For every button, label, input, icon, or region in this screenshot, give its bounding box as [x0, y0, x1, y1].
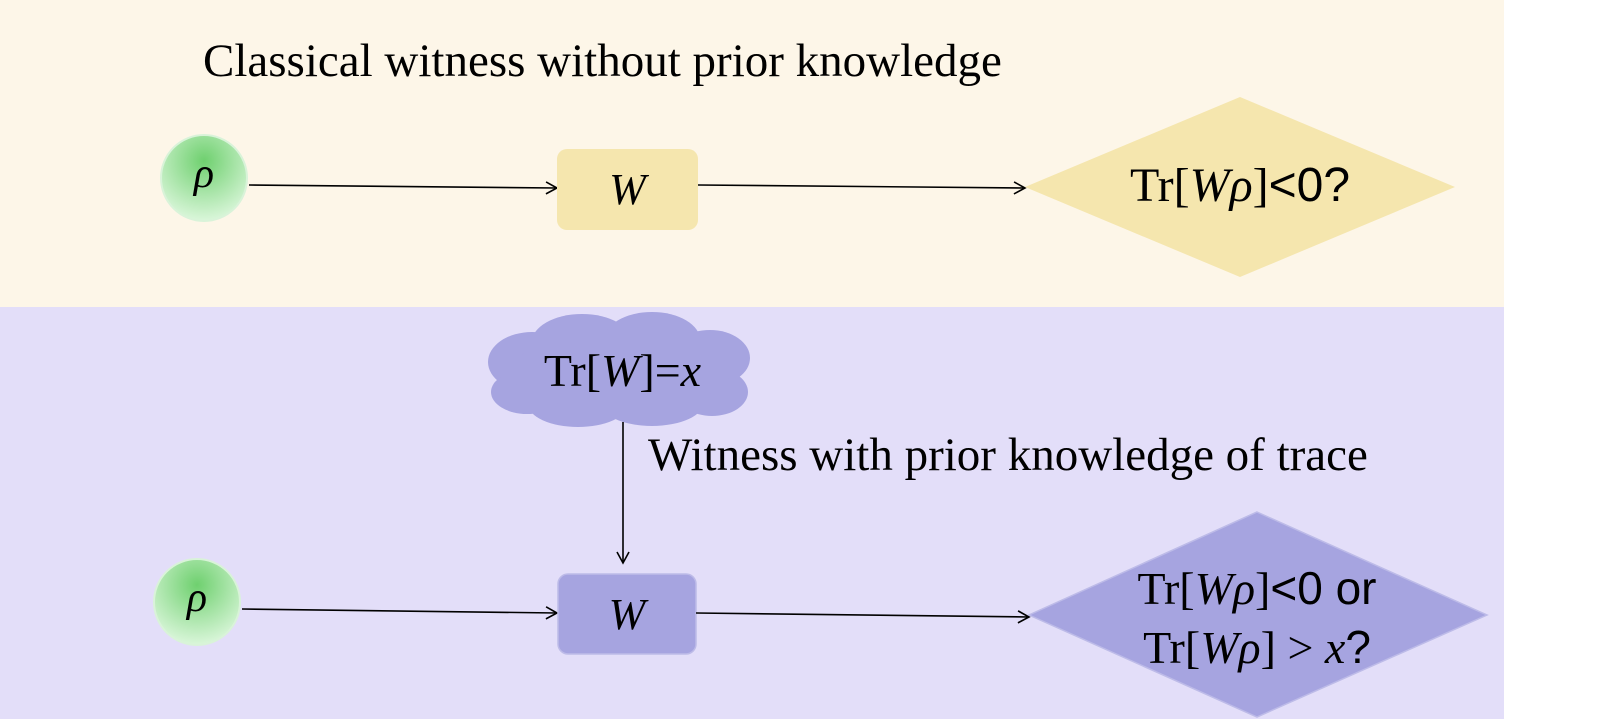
- bottom-state-label: ρ: [186, 575, 208, 621]
- trace-cloud-shape: [488, 312, 750, 427]
- top-arrow-witness-to-decision: [697, 181, 1027, 195]
- top-witness-box: [557, 149, 698, 230]
- bottom-arrow-witness-to-decision: [695, 610, 1031, 624]
- bottom-decision-line-1: Tr[Wρ]<0 or: [1137, 562, 1377, 614]
- bottom-state-node: [153, 558, 241, 646]
- top-state-node: [160, 134, 248, 222]
- top-arrow-state-to-witness: [248, 181, 559, 195]
- bottom-witness-label: W: [608, 590, 646, 639]
- bottom-arrow-state-to-witness: [241, 606, 559, 620]
- top-state-label: ρ: [193, 151, 215, 197]
- top-witness-label: W: [609, 165, 646, 214]
- top-decision-label: Tr[Wρ]<0?: [1129, 159, 1351, 212]
- top-panel-title: Classical witness without prior knowledg…: [203, 35, 1002, 87]
- bottom-panel-title: Witness with prior knowledge of trace: [648, 429, 1368, 481]
- bottom-decision-line-2: Tr[Wρ] > x?: [1143, 621, 1371, 673]
- trace-cloud-label: Tr[W]=x: [543, 345, 702, 396]
- bottom-witness-box: [557, 573, 697, 655]
- top-decision-diamond: [1025, 97, 1455, 277]
- bottom-decision-diamond: [1027, 511, 1489, 718]
